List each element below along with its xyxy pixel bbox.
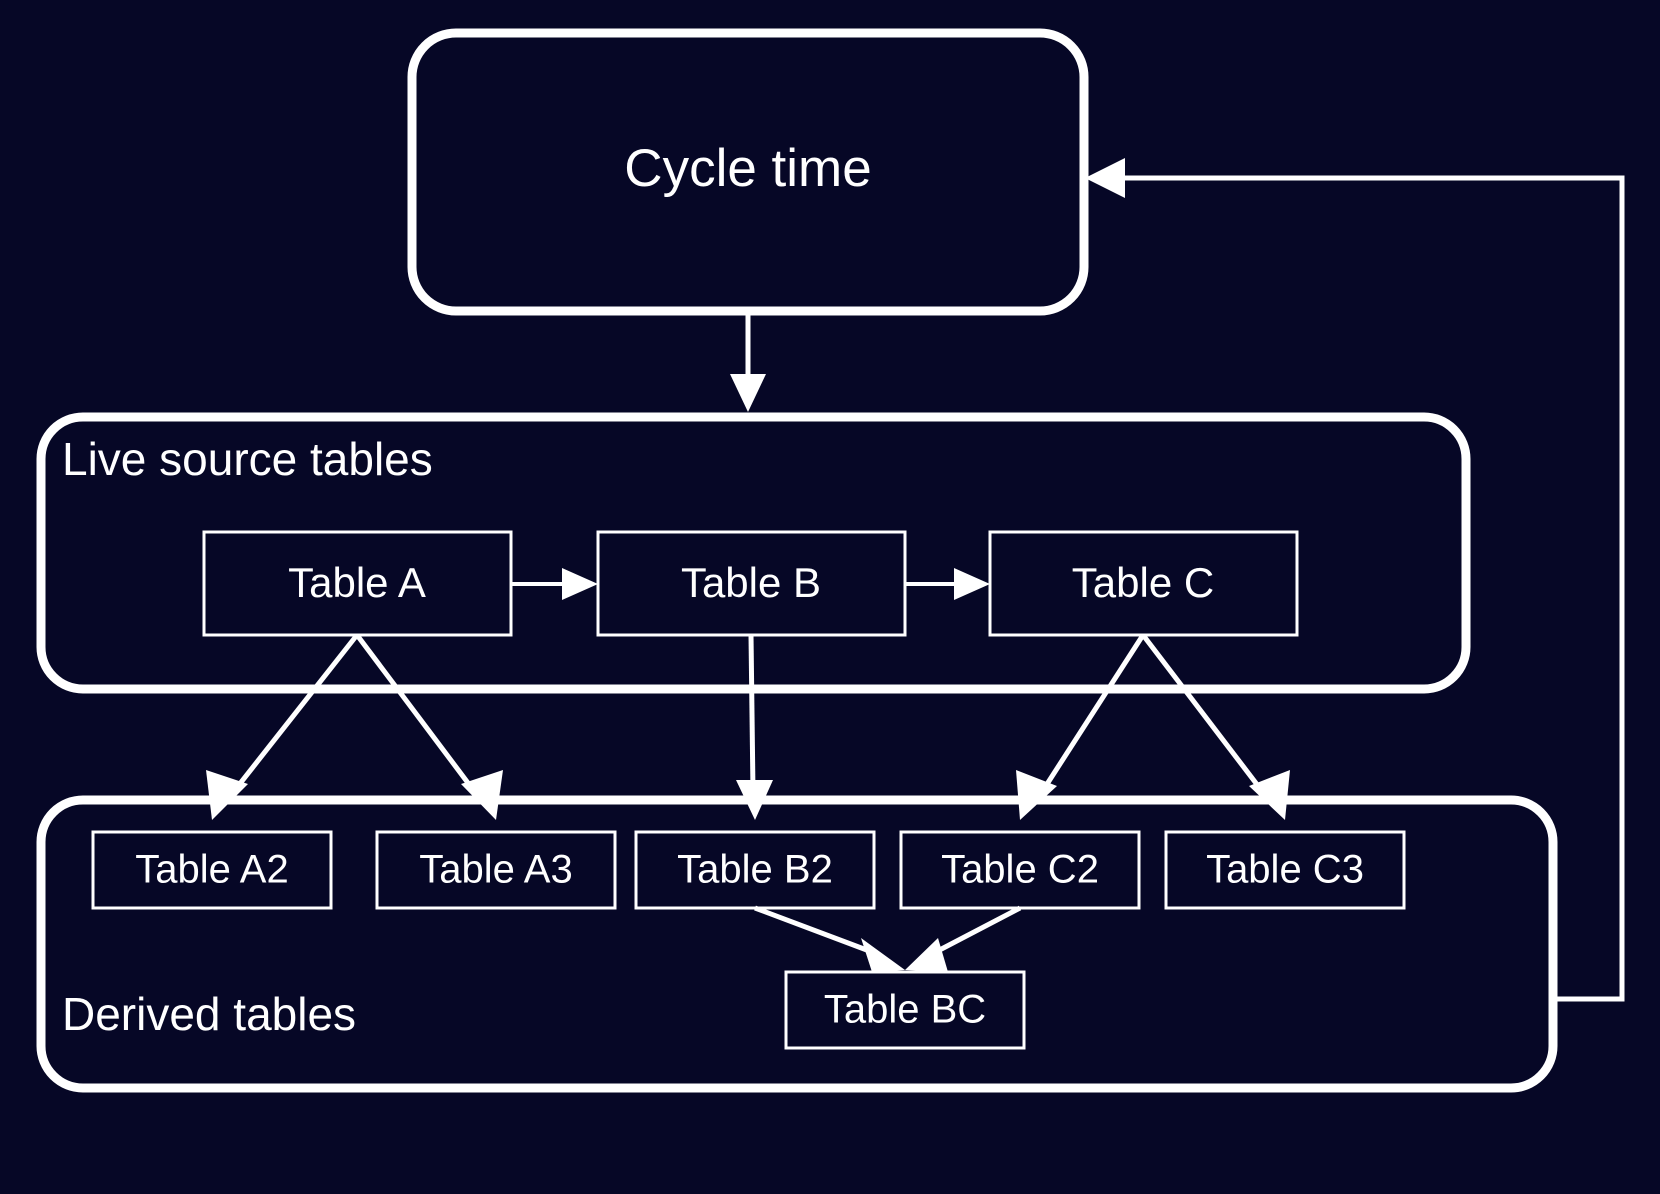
table-a2-box [91,830,333,910]
edge-table-b2-to-table-bc [754,905,905,972]
node-table-a2[interactable]: Table A2 [91,830,333,910]
node-table-c[interactable]: Table C [988,530,1299,637]
edge-table-b-to-table-b2 [736,634,773,820]
table-c2-label: Table C2 [941,848,1099,892]
live-source-group-label: Live source tables [62,433,433,485]
group-derived-tables: Derived tables [36,795,1558,1093]
table-c-label: Table C [1072,559,1214,606]
node-table-a3[interactable]: Table A3 [375,830,617,910]
node-table-bc[interactable]: Table BC [784,970,1026,1050]
table-a3-box [375,830,617,910]
edge-table-a-to-table-a3 [355,633,503,820]
node-table-c2[interactable]: Table C2 [899,830,1141,910]
edge-table-c-to-table-c3 [1141,633,1290,820]
edge-cycle-to-live-source [730,311,766,412]
table-b-label: Table B [681,559,821,606]
node-cycle-time[interactable]: Cycle time [407,28,1089,316]
table-a-label: Table A [288,559,426,606]
node-table-c3[interactable]: Table C3 [1164,830,1406,910]
edge-derived-to-cycle-time-feedback [1085,158,1625,1002]
node-table-b2[interactable]: Table B2 [634,830,876,910]
derived-group-label: Derived tables [62,988,356,1040]
edge-table-b-to-table-c [905,568,990,600]
edge-table-c2-to-table-bc [905,905,1022,972]
table-a2-label: Table A2 [135,848,288,892]
node-table-b[interactable]: Table B [596,530,907,637]
derived-group-box [36,795,1558,1093]
table-c3-box [1164,830,1406,910]
edge-table-a-to-table-b [511,568,598,600]
node-table-a[interactable]: Table A [202,530,513,637]
table-c3-label: Table C3 [1206,848,1364,892]
table-bc-box [784,970,1026,1050]
cycle-time-label: Cycle time [624,139,871,198]
table-bc-label: Table BC [824,988,986,1032]
table-b2-label: Table B2 [677,848,833,892]
edge-table-c-to-table-c2 [1016,633,1146,820]
edge-table-a-to-table-a2 [206,633,359,820]
table-a3-label: Table A3 [419,848,572,892]
